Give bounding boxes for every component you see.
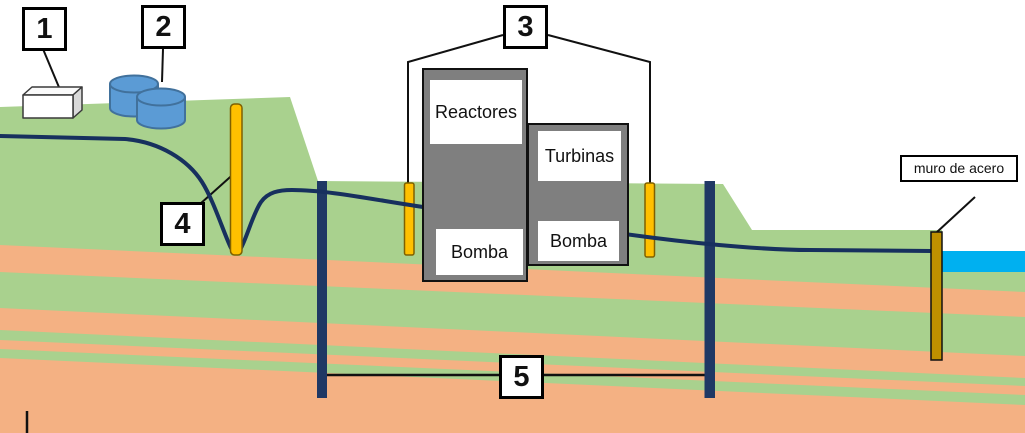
marker3-leader-right: [547, 34, 651, 183]
impermeable-wall-right: [704, 181, 715, 398]
sea-water: [942, 251, 1025, 272]
reactors-label: Reactores: [430, 80, 522, 144]
turbines-label: Turbinas: [538, 131, 621, 181]
soil-stripe-2: [0, 308, 1025, 378]
marker-1: 1: [22, 7, 67, 51]
water-tank-front: [136, 87, 186, 130]
pump-label-reactors: Bomba: [436, 229, 523, 275]
subdrain-well-right: [644, 182, 656, 258]
pumping-well: [229, 103, 243, 256]
pump-label-turbines: Bomba: [538, 221, 619, 261]
steel-wall-bar: [930, 231, 943, 361]
groundwater-line: [0, 134, 933, 254]
marker-4: 4: [160, 202, 205, 246]
steel-wall-leader: [936, 196, 976, 233]
marker2-leader: [161, 48, 164, 83]
marker-3: 3: [503, 5, 548, 49]
steel-wall-label: muro de acero: [900, 155, 1018, 182]
subdrain-well-left: [403, 182, 415, 256]
marker3-leader-left: [407, 34, 504, 183]
marker-5: 5: [499, 355, 544, 399]
treatment-building: [22, 86, 83, 119]
marker-2: 2: [141, 5, 186, 49]
impermeable-wall-left: [317, 181, 327, 398]
